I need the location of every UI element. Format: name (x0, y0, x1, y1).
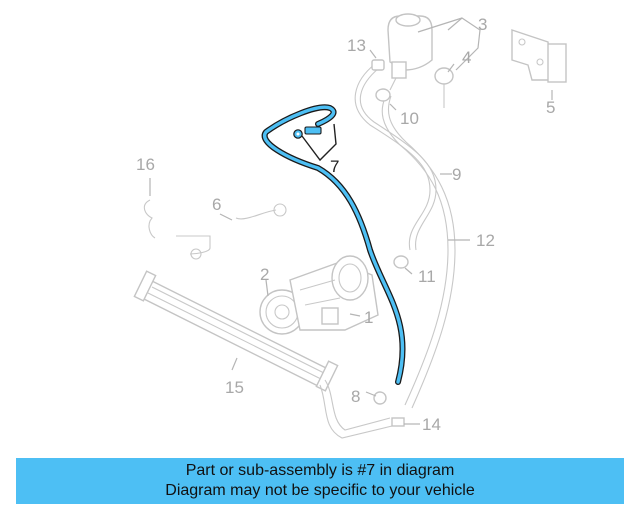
pressure-hose-highlighted (261, 104, 406, 385)
cooler-part (133, 270, 393, 439)
pump-part (259, 255, 379, 335)
callout-16: 16 (136, 155, 155, 174)
clamp-13-part (371, 59, 385, 71)
reservoir-part (387, 13, 433, 91)
parts-diagram: 3 4 5 13 10 7 9 16 6 12 2 11 1 15 8 14 (133, 13, 567, 439)
clip-14-part (391, 417, 405, 427)
washer-8-part (373, 391, 387, 405)
callout-4: 4 (462, 48, 471, 67)
callout-8: 8 (351, 387, 360, 406)
bracket-6-part (176, 203, 287, 260)
callout-1: 1 (364, 308, 373, 327)
callout-7: 7 (330, 157, 339, 176)
fittings (371, 59, 409, 427)
callout-6: 6 (212, 195, 221, 214)
leader-lines (149, 17, 553, 425)
return-lines (354, 63, 456, 409)
callout-13: 13 (347, 36, 366, 55)
callout-12: 12 (476, 231, 495, 250)
callout-15: 15 (225, 378, 244, 397)
callout-9: 9 (452, 165, 461, 184)
callout-11: 11 (418, 267, 436, 286)
banner-line-part-number: Part or sub-assembly is #7 in diagram (185, 462, 455, 479)
callout-2: 2 (260, 265, 269, 284)
callout-numbers: 3 4 5 13 10 7 9 16 6 12 2 11 1 15 8 14 (136, 15, 555, 434)
callout-14: 14 (422, 415, 441, 434)
clamp-11-part (393, 255, 409, 269)
info-banner: Part or sub-assembly is #7 in diagram Di… (16, 458, 624, 504)
callout-5: 5 (546, 98, 555, 117)
banner-line-disclaimer: Diagram may not be specific to your vehi… (165, 482, 475, 499)
callout-3: 3 (478, 15, 487, 34)
bracket-part (511, 29, 567, 83)
fitting-10-part (375, 88, 391, 102)
hook-16-part (143, 199, 156, 239)
callout-10: 10 (400, 109, 419, 128)
cap-part (434, 67, 454, 108)
